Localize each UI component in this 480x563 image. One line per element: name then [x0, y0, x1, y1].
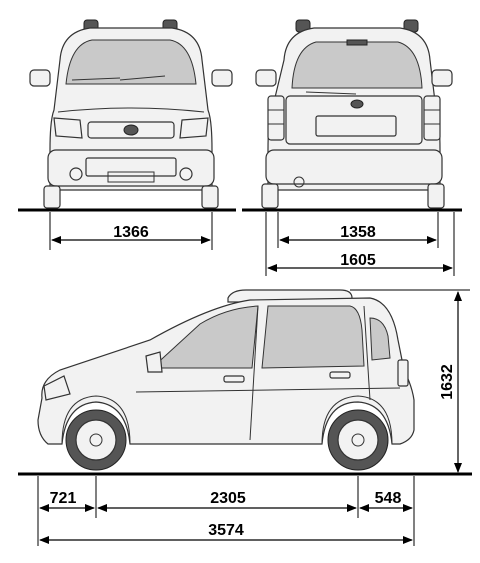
width-dimension: 1605 [267, 252, 453, 272]
rear-view [255, 19, 453, 209]
width-value: 1605 [340, 252, 376, 269]
height-dimension: 1632 [439, 291, 462, 473]
side-view [37, 289, 415, 471]
front-overhang-value: 721 [50, 490, 77, 507]
rear-overhang-dimension: 548 [359, 490, 413, 512]
wheelbase-value: 2305 [210, 490, 246, 507]
front-track-dimension: 1366 [51, 224, 211, 244]
length-value: 3574 [208, 522, 244, 539]
front-overhang-dimension: 721 [39, 490, 95, 512]
rear-overhang-value: 548 [375, 490, 402, 507]
length-dimension: 3574 [39, 522, 413, 544]
height-value: 1632 [439, 364, 456, 400]
front-view [29, 19, 233, 209]
wheelbase-dimension: 2305 [97, 490, 357, 512]
front-track-value: 1366 [113, 224, 149, 241]
rear-track-dimension: 1358 [279, 224, 437, 244]
rear-track-value: 1358 [340, 224, 376, 241]
